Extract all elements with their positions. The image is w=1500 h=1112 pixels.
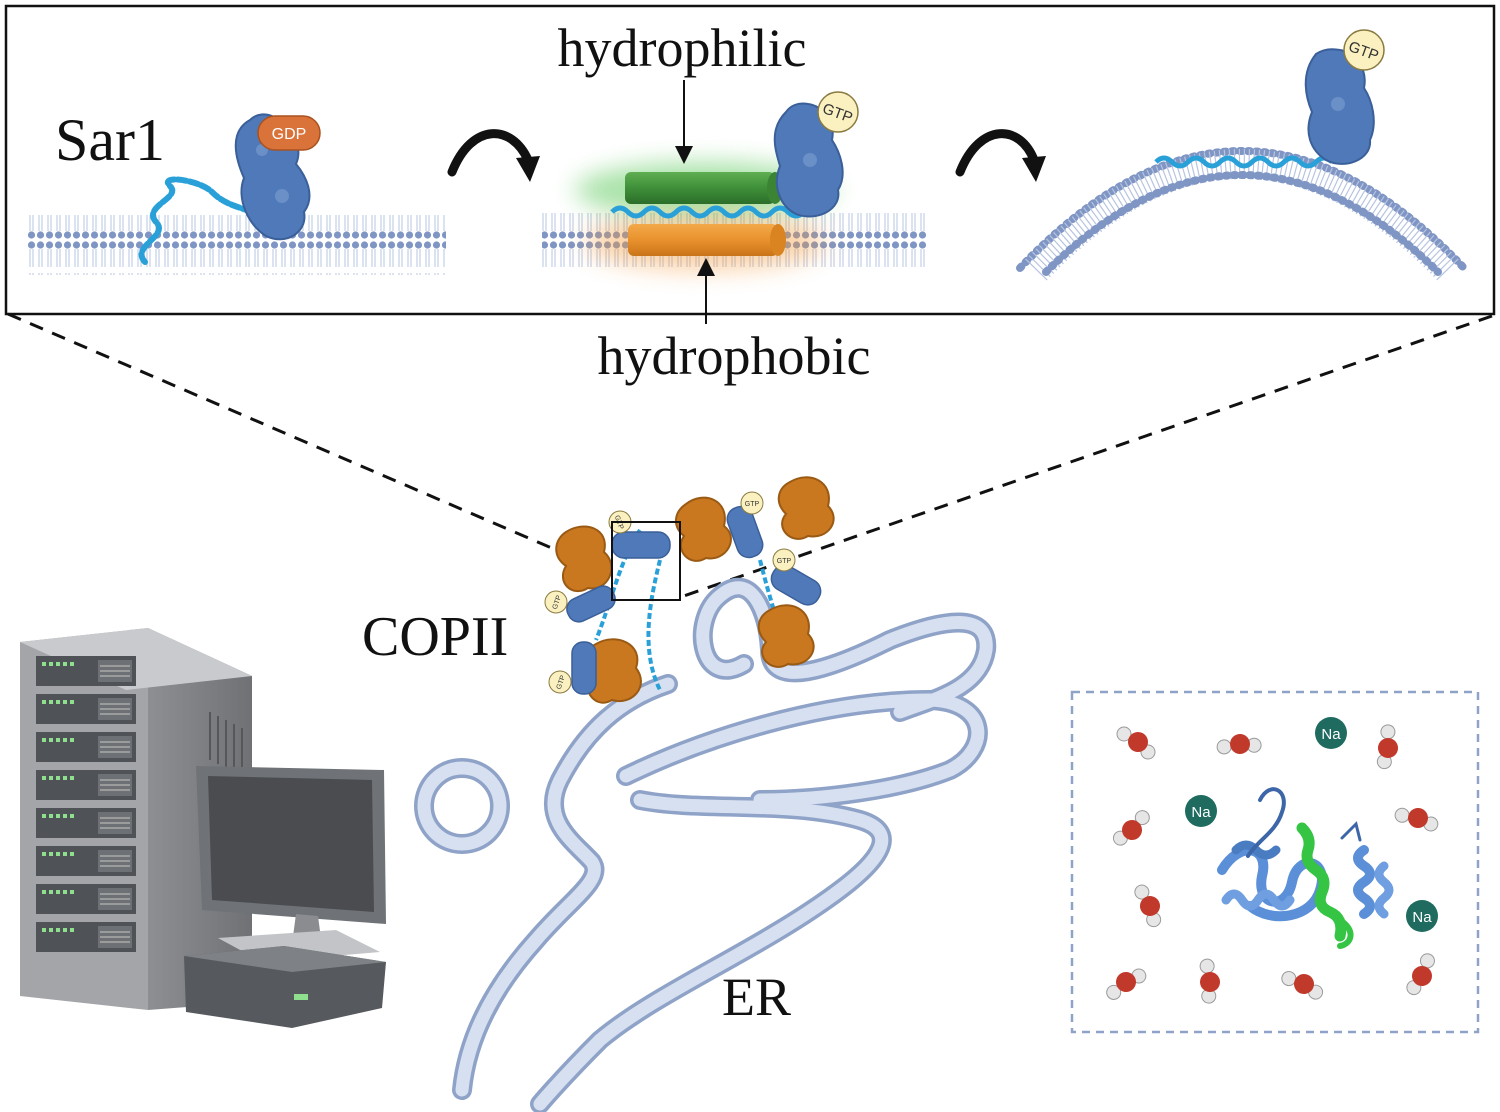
curved-membrane-tails (1025, 149, 1459, 281)
hydrophilic-face (625, 172, 775, 204)
amphipathic-helix-surface (1154, 155, 1334, 169)
protein-texture (275, 189, 289, 203)
svg-text:Na: Na (1191, 804, 1211, 821)
flat-membrane-1 (26, 215, 446, 275)
curved-membrane-inner (1042, 171, 1442, 276)
arrowhead-icon (1022, 156, 1046, 182)
sar1-subunit (770, 564, 822, 606)
protein-texture (803, 153, 817, 167)
gtp-badge: GTP (544, 590, 568, 614)
zoom-line-left (7, 312, 613, 576)
svg-text:Na: Na (1412, 909, 1432, 926)
er-lumen (455, 581, 993, 1111)
er-label: ER (722, 967, 791, 1027)
er-vesicle-lumen (417, 761, 507, 851)
sar1-label: Sar1 (55, 107, 165, 173)
sec23-24-subunit (555, 525, 613, 593)
arrowhead-icon (697, 258, 715, 276)
loop (1246, 787, 1286, 858)
hydrophobic-face (628, 224, 778, 256)
sec23-24-subunit (757, 604, 815, 668)
sodium-ion: Na (1406, 900, 1438, 932)
endoplasmic-reticulum (414, 577, 997, 1112)
server-bay (35, 845, 137, 877)
gtp-badge: GTP (772, 548, 796, 572)
svg-text:Na: Na (1321, 726, 1341, 743)
hydrophilic-label: hydrophilic (558, 18, 807, 78)
amphipathic-helix-inserted (610, 205, 806, 219)
curved-membrane-outer (1016, 147, 1468, 272)
alpha-helix (1374, 861, 1394, 919)
zoom-region-box (611, 521, 681, 601)
protein-texture (1331, 97, 1345, 111)
green-loop (1337, 917, 1354, 949)
server-bay (35, 769, 137, 801)
gtp-badge: GTP (548, 670, 572, 694)
loop (1340, 821, 1362, 842)
amphipathic-helix (1296, 822, 1347, 942)
hydrophobic-label: hydrophobic (598, 326, 871, 386)
desktop-monitor-icon (184, 766, 386, 1028)
server-bay (35, 921, 137, 953)
sec23-24-subunit (777, 476, 835, 540)
gdp-badge-label: GDP (272, 126, 307, 143)
sec23-24-subunit (675, 496, 732, 562)
solvated-system-box: Na Na Na (1070, 690, 1480, 1034)
curved-arrow-icon (955, 129, 1039, 177)
copii-coat: GTP GTP GTP GTP GTP (544, 476, 835, 704)
server-bay (36, 656, 136, 686)
protein-structure (1217, 787, 1394, 949)
sar1-subunit (726, 505, 764, 559)
sodium-ion: Na (1185, 795, 1217, 827)
alpha-helix (1231, 840, 1281, 860)
sar1-subunit (611, 531, 671, 559)
amphipathic-helix-coiled (138, 176, 255, 265)
svg-text:GTP: GTP (552, 594, 564, 610)
alpha-helix (1353, 845, 1375, 919)
arrowhead-icon (516, 156, 540, 182)
desktop-top (184, 946, 386, 972)
sar1-subunit (571, 641, 597, 695)
alpha-helix (1221, 889, 1295, 911)
gdp-badge (257, 115, 321, 151)
gtp-badge: GTP (740, 491, 764, 515)
curved-arrow-icon (447, 129, 533, 177)
arrowhead-icon (675, 146, 693, 164)
svg-text:GTP: GTP (556, 674, 568, 690)
server-bay (35, 883, 137, 915)
server-bay (35, 693, 137, 725)
cylinder-cap (770, 224, 786, 256)
sar1-subunit (566, 585, 616, 623)
server-bay (35, 807, 137, 839)
membrane-curvature-state: GTP (1016, 29, 1468, 281)
monitor-screen (208, 776, 374, 912)
sodium-ion: Na (1315, 717, 1347, 749)
server-bay (35, 731, 137, 763)
sar1-gtp-amphipathic-state: GTP hydrophilic hydrophobic (542, 18, 928, 386)
svg-text:GTP: GTP (745, 501, 760, 508)
sar1-gdp-state: GDP Sar1 (26, 107, 446, 275)
copii-label: COPII (362, 606, 508, 668)
svg-text:GTP: GTP (777, 558, 792, 565)
power-led (294, 994, 308, 1000)
